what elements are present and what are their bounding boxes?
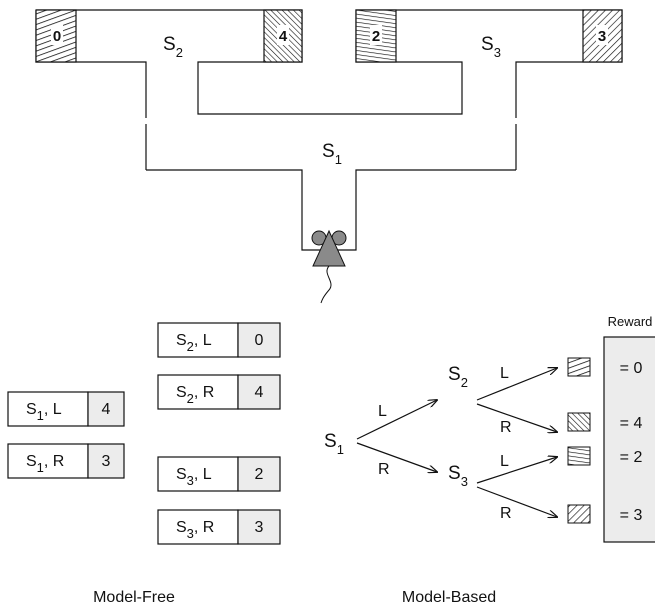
leaf-swatch-0 bbox=[568, 358, 590, 376]
mf-entry-s3-l: S3, L 2 bbox=[158, 457, 280, 491]
end-value-4: 4 bbox=[279, 28, 288, 45]
model-based-panel: S1 S2 S3 L R L R L R Reward = 0 = 4 = 2 … bbox=[324, 314, 655, 606]
leaf-swatch-3 bbox=[568, 505, 590, 523]
maze-label-s3: S3 bbox=[481, 34, 501, 60]
mf-value: 4 bbox=[255, 384, 264, 401]
mb-edge-label-l: L bbox=[500, 365, 509, 382]
end-value-3: 3 bbox=[598, 28, 606, 45]
mb-edge-s2-l bbox=[477, 368, 557, 400]
maze-end-2: 2 bbox=[356, 10, 396, 62]
reward-value: = 0 bbox=[620, 360, 643, 377]
mb-node-s3: S3 bbox=[448, 463, 468, 489]
mb-edge-label-r: R bbox=[500, 505, 512, 522]
mf-entry-s1-r: S1, R 3 bbox=[8, 444, 124, 478]
mf-value: 2 bbox=[255, 466, 264, 483]
reward-header: Reward bbox=[608, 314, 653, 329]
mb-edge-label-r: R bbox=[378, 461, 390, 478]
mf-value: 0 bbox=[255, 332, 264, 349]
model-free-title: Model-Free bbox=[93, 589, 175, 606]
mb-edge-label-l: L bbox=[500, 453, 509, 470]
model-based-title: Model-Based bbox=[402, 589, 496, 606]
end-value-2: 2 bbox=[372, 28, 380, 45]
mb-edge-s3-r bbox=[477, 487, 557, 517]
maze-label-s1: S1 bbox=[322, 141, 342, 167]
mb-edge-s2-r bbox=[477, 404, 557, 432]
mb-edge-label-r: R bbox=[500, 419, 512, 436]
mf-entry-s2-l: S2, L 0 bbox=[158, 323, 280, 357]
mb-node-s1: S1 bbox=[324, 431, 344, 457]
reward-value: = 4 bbox=[620, 415, 643, 432]
maze-diagram: 0 4 2 3 S2 S3 S1 bbox=[36, 10, 622, 303]
mf-entry-s1-l: S1, L 4 bbox=[8, 392, 124, 426]
mb-node-s2: S2 bbox=[448, 364, 468, 390]
mf-entry-s3-r: S3, R 3 bbox=[158, 510, 280, 544]
maze-end-0: 0 bbox=[36, 10, 76, 62]
mb-edge-s1-s2 bbox=[357, 400, 437, 439]
mf-entry-s2-r: S2, R 4 bbox=[158, 375, 280, 409]
mb-edge-s3-l bbox=[477, 457, 557, 483]
mf-value: 3 bbox=[255, 519, 264, 536]
maze-end-4: 4 bbox=[264, 10, 302, 62]
end-value-0: 0 bbox=[53, 28, 61, 45]
leaf-swatch-4 bbox=[568, 413, 590, 431]
model-free-panel: S1, L 4 S1, R 3 S2, L 0 S2, R 4 S3, L 2 bbox=[8, 323, 280, 606]
mb-edge-label-l: L bbox=[378, 403, 387, 420]
maze-end-3: 3 bbox=[583, 10, 622, 62]
mf-value: 4 bbox=[102, 401, 111, 418]
mf-value: 3 bbox=[102, 453, 111, 470]
maze-arm-s2 bbox=[36, 10, 622, 250]
maze-label-s2: S2 bbox=[163, 34, 183, 60]
reward-value: = 2 bbox=[620, 449, 643, 466]
leaf-swatch-2 bbox=[568, 447, 590, 465]
mouse-icon bbox=[312, 231, 346, 303]
mb-edge-s1-s3 bbox=[357, 443, 437, 472]
reward-value: = 3 bbox=[620, 507, 643, 524]
